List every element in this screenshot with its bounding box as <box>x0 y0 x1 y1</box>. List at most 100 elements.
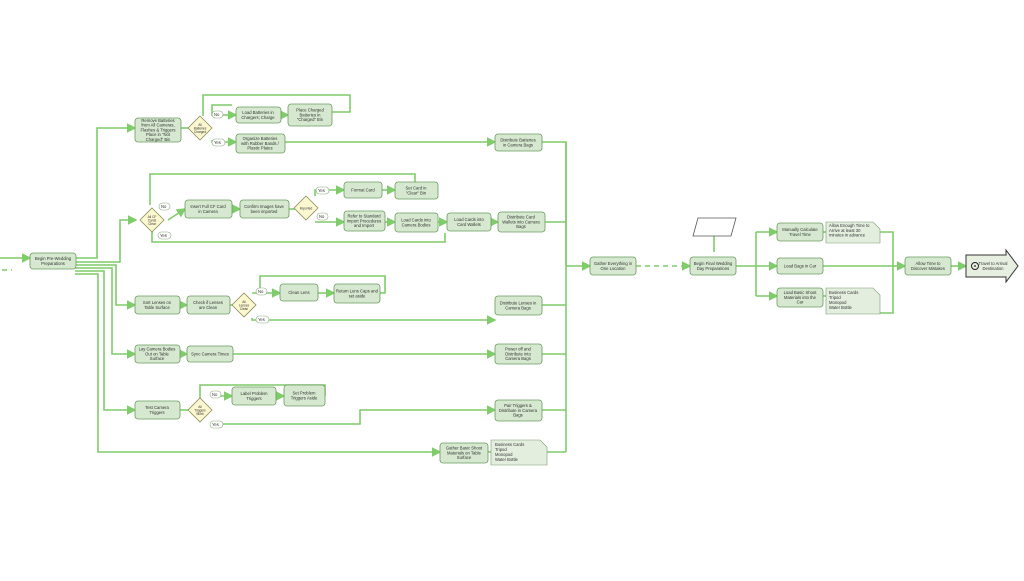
label-no-text: No <box>319 214 325 219</box>
label-no <box>316 212 329 221</box>
label-no <box>211 110 224 119</box>
label-yes-text: Yes <box>160 233 167 238</box>
branch-labels: No Yes No Yes Yes No No Yes No Yes <box>157 110 330 429</box>
note-line: Tripod <box>829 295 841 300</box>
node-text: Sync Camera Times <box>191 351 229 356</box>
label-no <box>158 202 171 211</box>
node-sync-camera-times[interactable]: Sync Camera Times <box>186 345 234 363</box>
node-load-bags-car[interactable]: Load Bags in Car <box>776 257 824 275</box>
label-yes <box>315 186 330 195</box>
input-parallelogram <box>692 217 737 237</box>
note-line: Tripod <box>495 447 507 452</box>
label-yes <box>157 231 172 240</box>
node-clean-lens[interactable]: Clean Lens <box>279 283 319 302</box>
note-line: Water Bottle <box>829 305 853 310</box>
steering-wheel-icon <box>971 262 979 270</box>
note-line: Water Bottle <box>495 457 519 462</box>
decision-imported[interactable]: Imported <box>293 195 319 221</box>
label-yes-text: Yes <box>318 188 325 193</box>
label-no <box>209 390 222 399</box>
note-materials-a: Business Cards Tripod Monopod Water Bott… <box>490 439 548 466</box>
label-yes-text: Yes <box>212 422 219 427</box>
label-yes <box>255 315 270 324</box>
node-text: Set Card in"Clear" Bin <box>406 186 428 196</box>
note-line: Business Cards <box>495 442 524 447</box>
node-text: Load Bags in Car <box>784 263 817 268</box>
node-text: Clean Lens <box>288 290 309 295</box>
label-no-text: No <box>214 112 220 117</box>
node-set-card-clear[interactable]: Set Card in"Clear" Bin <box>394 181 439 200</box>
node-text: Format Card <box>351 187 375 192</box>
note-materials-b: Business Cards Tripod Monopod Water Bott… <box>825 287 881 315</box>
note-line: Business Cards <box>829 290 858 295</box>
label-no-text: No <box>258 289 264 294</box>
label-yes-text: Yes <box>214 140 221 145</box>
label-yes-text: Yes <box>258 317 265 322</box>
label-yes <box>211 138 226 147</box>
label-no-text: No <box>161 204 167 209</box>
node-text: Imported <box>300 206 313 210</box>
node-format-card[interactable]: Format Card <box>343 181 383 199</box>
